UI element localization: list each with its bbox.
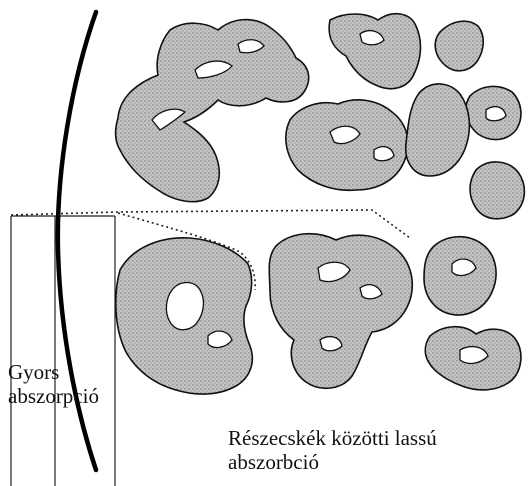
slow-absorption-line-1: Részecskék közötti lassú: [228, 426, 437, 450]
particle-bottom-middle: [269, 234, 412, 389]
particle-bottom-large: [116, 238, 253, 394]
particle-top-large: [116, 20, 309, 202]
fast-absorption-line-1: Gyors: [8, 360, 99, 384]
particle-bottom-right: [424, 237, 521, 390]
particle-top-middle: [329, 14, 420, 89]
container-lines: [11, 216, 115, 486]
slow-absorption-line-2: abszorbció: [228, 450, 437, 474]
fast-absorption-line-2: abszorpció: [8, 384, 99, 408]
slow-absorption-label: Részecskék közötti lassú abszorbció: [228, 426, 437, 474]
dotted-boundary: [11, 210, 410, 238]
particle-top-center: [286, 100, 408, 190]
fast-absorption-label: Gyors abszorpció: [8, 360, 99, 408]
